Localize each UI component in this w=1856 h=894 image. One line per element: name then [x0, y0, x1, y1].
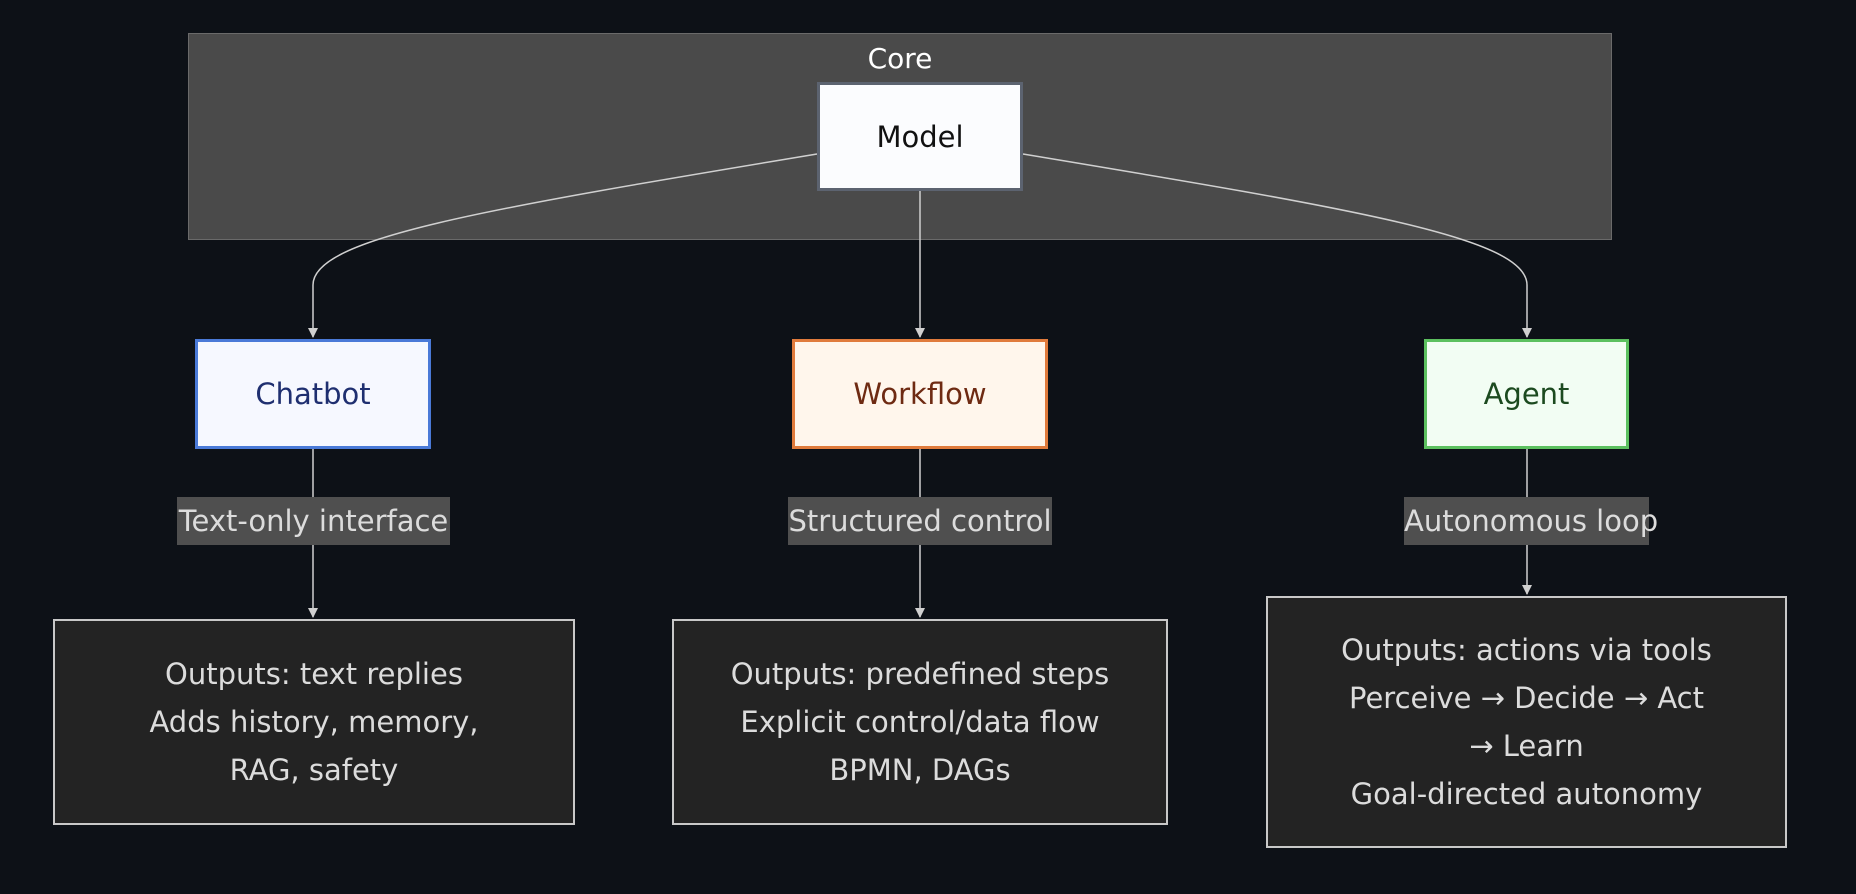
agent-node: Agent — [1424, 339, 1629, 449]
agent-details-line: Perceive → Decide → Act — [1349, 681, 1704, 715]
chatbot-node: Chatbot — [195, 339, 431, 449]
core-cluster-title: Core — [867, 42, 933, 75]
agent-details-line: Goal-directed autonomy — [1350, 777, 1703, 811]
model-node: Model — [817, 82, 1023, 191]
edge-model-to-chatbot — [308, 153, 818, 338]
agent-details-line: Outputs: actions via tools — [1341, 633, 1712, 667]
workflow-details-box: Outputs: predefined steps Explicit contr… — [672, 619, 1168, 825]
chatbot-edge-label: Text-only interface — [177, 497, 450, 545]
agent-details-line: → Learn — [1469, 729, 1584, 763]
workflow-details-line: Explicit control/data flow — [740, 705, 1100, 739]
agent-edge-label: Autonomous loop — [1404, 497, 1658, 545]
chatbot-details-box: Outputs: text replies Adds history, memo… — [53, 619, 575, 825]
chatbot-details-line: Adds history, memory, — [149, 705, 479, 739]
agent-details-box: Outputs: actions via tools Perceive → De… — [1266, 596, 1787, 848]
workflow-edge-label: Structured control — [788, 497, 1052, 545]
edge-model-to-agent — [1022, 153, 1532, 338]
workflow-node: Workflow — [792, 339, 1048, 449]
workflow-details-line: Outputs: predefined steps — [730, 657, 1110, 691]
chatbot-details-line: RAG, safety — [229, 753, 399, 787]
workflow-details-line: BPMN, DAGs — [829, 753, 1011, 787]
chatbot-details-line: Outputs: text replies — [165, 657, 463, 691]
